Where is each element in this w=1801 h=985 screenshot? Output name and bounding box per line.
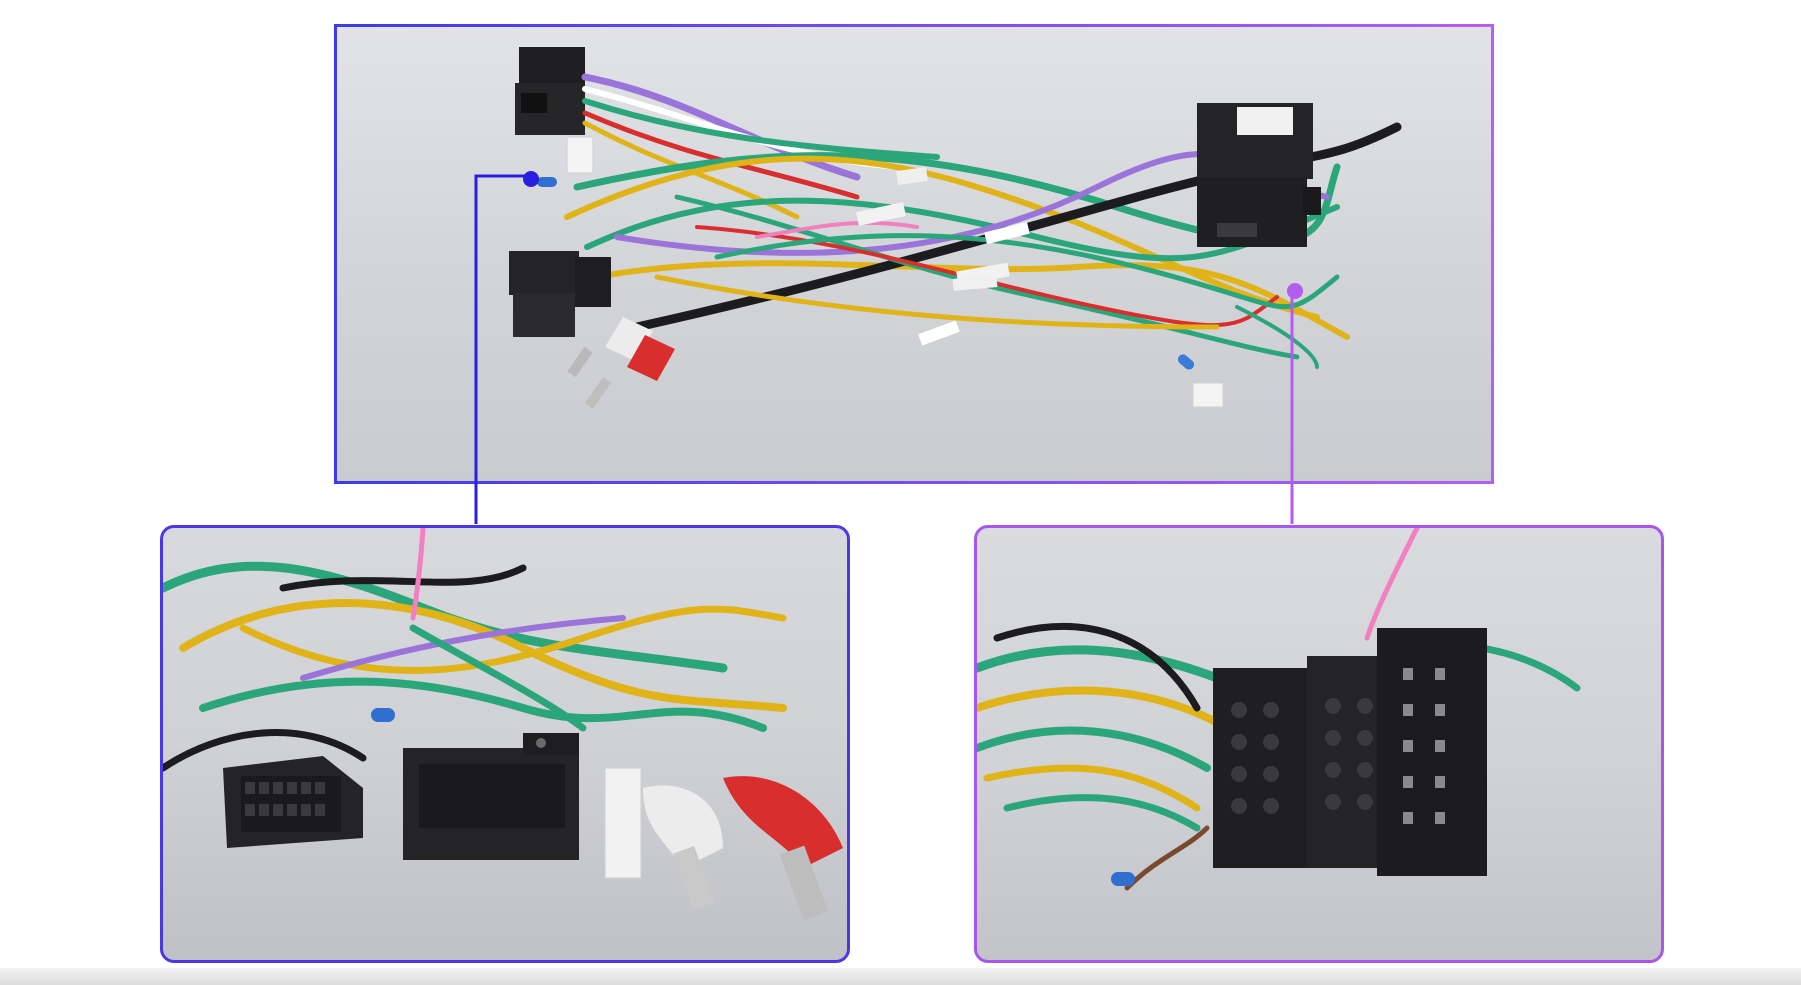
black-plug-left <box>223 756 363 848</box>
bottom-strip <box>0 968 1801 985</box>
black-plug-right <box>403 733 579 860</box>
plug-closeup-illustration <box>163 528 843 921</box>
lower-left-connector <box>509 251 579 295</box>
iso-connector <box>1213 628 1487 876</box>
iso-connector-block <box>1197 103 1321 247</box>
iso-connector-closeup-photo <box>974 525 1664 963</box>
harness-illustration <box>509 47 1402 409</box>
rca-plugs <box>567 317 675 409</box>
iso-closeup-illustration <box>977 528 1581 891</box>
callout-dot-right <box>1287 283 1303 299</box>
top-left-connector <box>519 47 585 85</box>
plug-closeup-photo <box>160 525 850 963</box>
callout-dot-left <box>523 171 539 187</box>
rca-plugs-closeup <box>643 776 843 921</box>
main-harness-photo <box>334 24 1494 484</box>
